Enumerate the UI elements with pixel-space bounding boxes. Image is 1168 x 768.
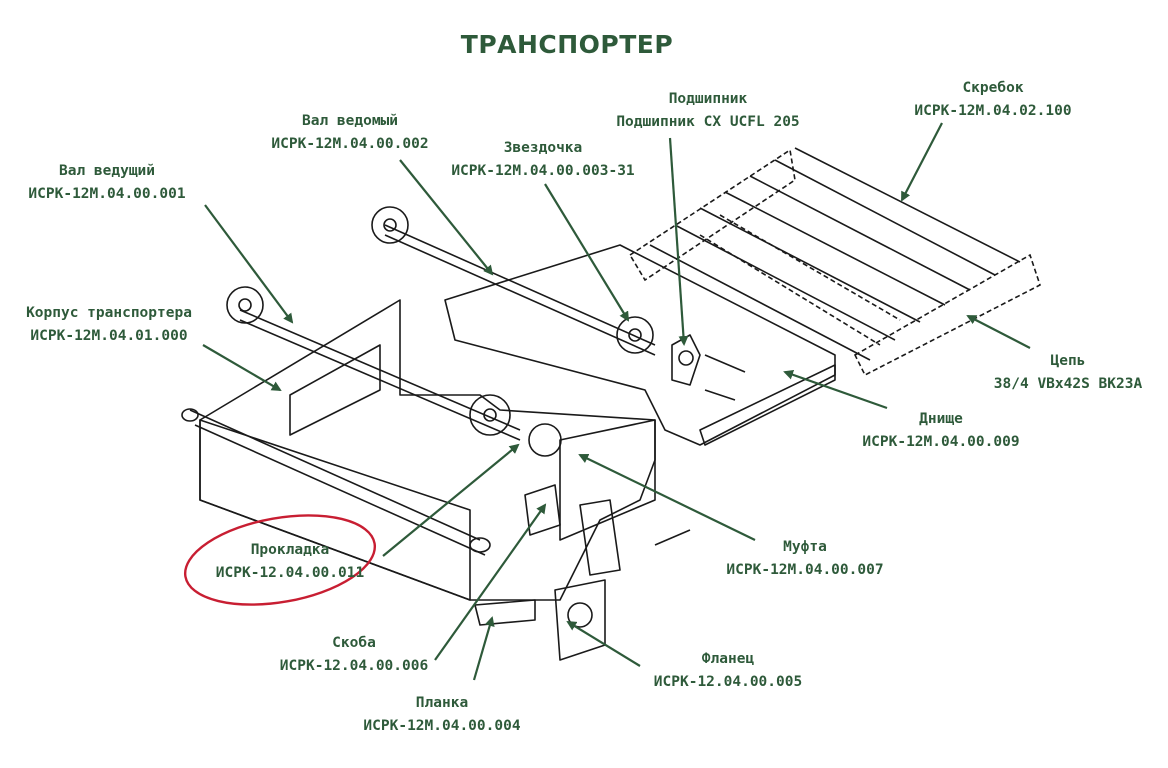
bracket xyxy=(524,484,561,536)
label-korpus: Корпус транспортера ИСРК-12М.04.01.000 xyxy=(10,302,208,348)
part-code: Подшипник CX UCFL 205 xyxy=(616,114,800,130)
label-prokladka: Прокладка ИСРК-12.04.00.011 xyxy=(200,539,380,585)
part-code: ИСРК-12М.04.00.003-31 xyxy=(451,163,635,179)
label-podshipnik: Подшипник Подшипник CX UCFL 205 xyxy=(598,88,818,134)
housing-front xyxy=(199,419,471,601)
label-tsep: Цепь 38/4 VBx42S BK23A xyxy=(975,350,1161,396)
leader-mufta xyxy=(578,453,756,541)
part-name: Муфта xyxy=(783,539,827,555)
mount-bolt xyxy=(654,529,691,546)
leader-skoba xyxy=(434,503,547,661)
leader-skrebok xyxy=(901,122,943,202)
label-skoba: Скоба ИСРК-12.04.00.006 xyxy=(264,632,444,678)
leader-dnische xyxy=(783,369,888,410)
leader-podshipnik xyxy=(668,137,689,346)
leader-val-veduschiy xyxy=(204,204,294,324)
part-code: ИСРК-12.04.00.006 xyxy=(279,658,429,674)
label-dnische: Днище ИСРК-12М.04.00.009 xyxy=(846,408,1036,454)
chain-left xyxy=(628,148,796,282)
coupling xyxy=(528,423,562,457)
part-code: ИСРК-12.04.00.005 xyxy=(653,674,803,690)
chain-middle xyxy=(699,214,901,346)
bolt-2 xyxy=(704,389,736,401)
part-code: ИСРК-12.04.00.011 xyxy=(215,565,365,581)
chain-right xyxy=(853,253,1041,377)
part-name: Вал ведомый xyxy=(301,113,399,129)
driving-shaft xyxy=(239,309,521,441)
part-name: Звездочка xyxy=(503,140,583,156)
part-name: Днище xyxy=(919,411,963,427)
flange xyxy=(554,579,606,661)
skoba-plate xyxy=(474,599,536,626)
part-code: ИСРК-12М.04.00.009 xyxy=(862,434,1020,450)
floor-plate xyxy=(444,244,836,446)
part-code: ИСРК-12М.04.01.000 xyxy=(30,328,188,344)
part-name: Скоба xyxy=(332,635,376,651)
highlight-ellipse xyxy=(183,514,377,606)
part-name: Корпус транспортера xyxy=(26,305,192,321)
scraper-bar-2 xyxy=(674,224,896,341)
driving-sprocket-right-hub xyxy=(483,408,497,422)
label-planka: Планка ИСРК-12М.04.00.004 xyxy=(347,692,537,738)
part-name: Вал ведущий xyxy=(58,163,156,179)
scraper-chain xyxy=(628,147,1041,377)
leader-tsep xyxy=(966,315,1031,349)
driven-shaft xyxy=(384,224,656,356)
housing-side-window xyxy=(289,344,381,436)
leader-planka xyxy=(472,616,495,681)
driven-sprocket-right-hub xyxy=(628,328,642,342)
driven-sprocket-left xyxy=(371,206,409,244)
driven-sprocket-right xyxy=(616,316,654,354)
bearing-hole xyxy=(678,350,694,366)
bearing-plate xyxy=(671,334,701,386)
part-name: Фланец xyxy=(701,651,755,667)
front-roller xyxy=(189,409,486,556)
leader-prokladka xyxy=(382,443,520,557)
label-flanets: Фланец ИСРК-12.04.00.005 xyxy=(638,648,818,694)
side-bracket xyxy=(579,499,621,576)
label-zvezdochka: Звездочка ИСРК-12М.04.00.003-31 xyxy=(434,137,652,183)
label-val-veduschiy: Вал ведущий ИСРК-12М.04.00.001 xyxy=(14,160,200,206)
part-code: 38/4 VBx42S BK23A xyxy=(993,376,1143,392)
label-skrebok: Скребок ИСРК-12М.04.02.100 xyxy=(898,77,1088,123)
scraper-bar-3 xyxy=(699,207,921,323)
front-roller-end xyxy=(469,537,491,553)
part-code: ИСРК-12М.04.00.004 xyxy=(363,718,521,734)
part-name: Планка xyxy=(415,695,469,711)
part-code: ИСРК-12М.04.00.002 xyxy=(271,136,429,152)
front-roller-end-left xyxy=(181,408,199,422)
driving-sprocket-right xyxy=(469,394,511,436)
assembly-outline xyxy=(181,206,836,661)
part-name: Цепь xyxy=(1050,353,1086,369)
leader-val-vedomyy xyxy=(399,159,494,276)
driven-sprocket-left-hub xyxy=(383,218,397,232)
label-val-vedomyy: Вал ведомый ИСРК-12М.04.00.002 xyxy=(255,110,445,156)
bolt-1 xyxy=(704,354,746,373)
label-mufta: Муфта ИСРК-12М.04.00.007 xyxy=(710,536,900,582)
driving-sprocket-left xyxy=(226,286,264,324)
scraper-bar-5 xyxy=(749,175,971,291)
scraper-bar-7 xyxy=(794,147,1021,263)
scraper-bar-1 xyxy=(649,244,871,361)
part-code: ИСРК-12М.04.00.007 xyxy=(726,562,884,578)
leader-flanets xyxy=(566,620,641,667)
scraper-bar-4 xyxy=(724,191,946,306)
floor-rail xyxy=(699,364,836,446)
part-name: Скребок xyxy=(962,80,1024,96)
housing-right-wall xyxy=(559,419,656,541)
scraper-bar-6 xyxy=(774,159,996,276)
leader-zvezdochka xyxy=(544,183,630,322)
part-name: Прокладка xyxy=(250,542,330,558)
driving-sprocket-left-hub xyxy=(238,298,252,312)
diagram-title: ТРАНСПОРТЕР xyxy=(460,30,674,59)
leader-korpus xyxy=(202,344,282,392)
part-code: ИСРК-12М.04.02.100 xyxy=(914,103,1072,119)
part-code: ИСРК-12М.04.00.001 xyxy=(28,186,186,202)
leader-lines xyxy=(202,122,1031,681)
part-name: Подшипник xyxy=(668,91,748,107)
flange-hole xyxy=(567,602,593,628)
